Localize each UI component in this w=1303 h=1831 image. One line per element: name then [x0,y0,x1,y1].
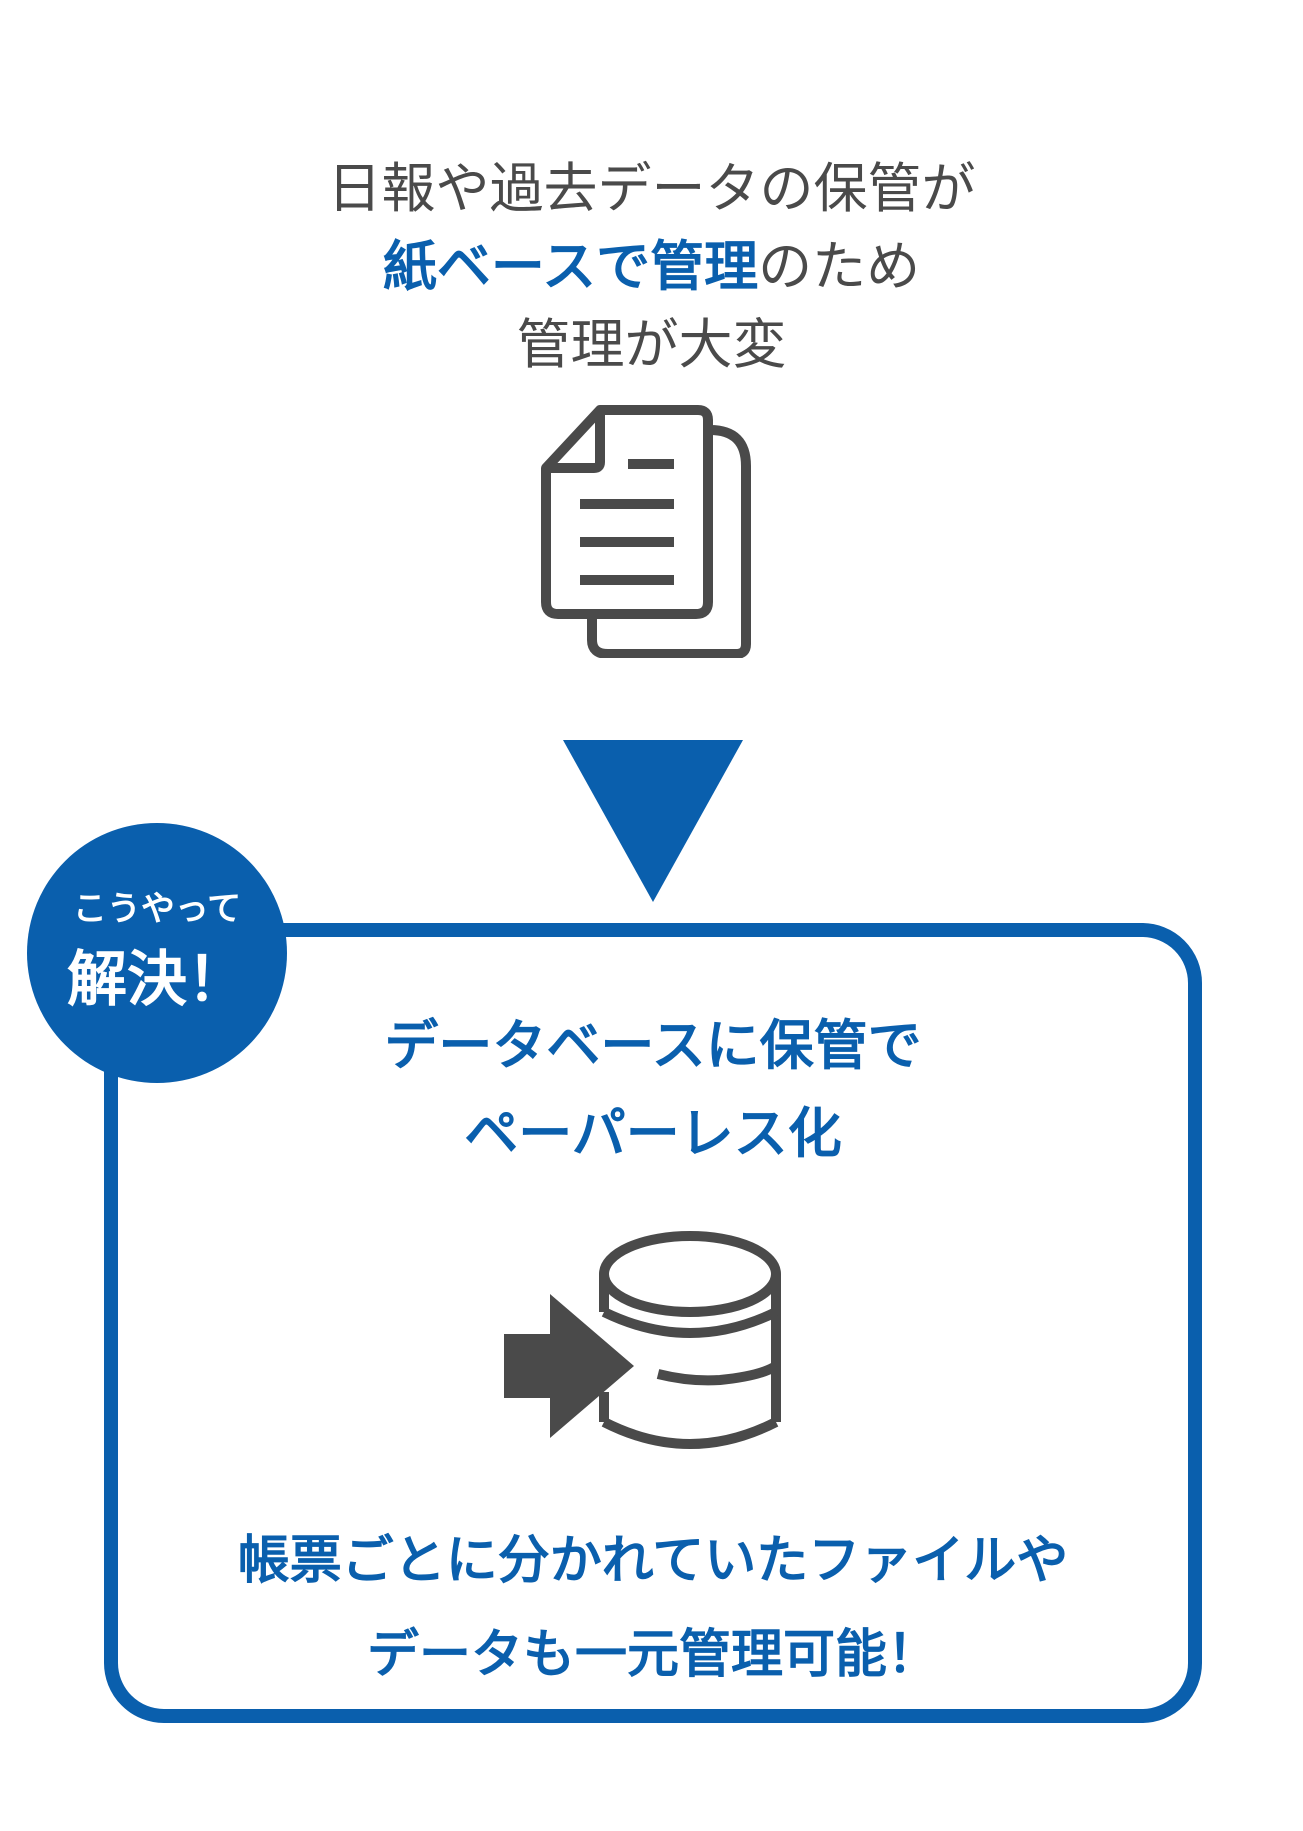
problem-statement: 日報や過去データの保管が 紙ベースで管理のため 管理が大変 [0,150,1303,384]
database-import-icon [504,1231,781,1449]
documents-icon [541,405,751,658]
badge-main-text: 解決！ [67,945,247,1015]
solution-badge: こうやって 解決！ [27,823,287,1083]
problem-line-2-rest: のため [758,235,921,298]
solution-title-line-2: ペーパーレス化 [464,1102,842,1165]
solution-description: 帳票ごとに分かれていたファイルや データも一元管理可能！ [104,1514,1202,1702]
problem-line-2: 紙ベースで管理のため [0,228,1303,306]
solution-title-line-1: データベースに保管で [384,1014,922,1077]
down-triangle-arrow-icon [563,740,743,902]
badge-top-text: こうやって [72,889,242,929]
solution-desc-line-2: データも一元管理可能！ [366,1625,939,1685]
solution-box [104,923,1202,1723]
problem-line-1: 日報や過去データの保管が [327,157,976,220]
solution-desc-line-1: 帳票ごとに分かれていたファイルや [237,1531,1069,1591]
solution-title: データベースに保管で ペーパーレス化 [104,1002,1202,1178]
problem-line-3: 管理が大変 [516,313,787,376]
problem-highlight: 紙ベースで管理 [382,235,759,298]
